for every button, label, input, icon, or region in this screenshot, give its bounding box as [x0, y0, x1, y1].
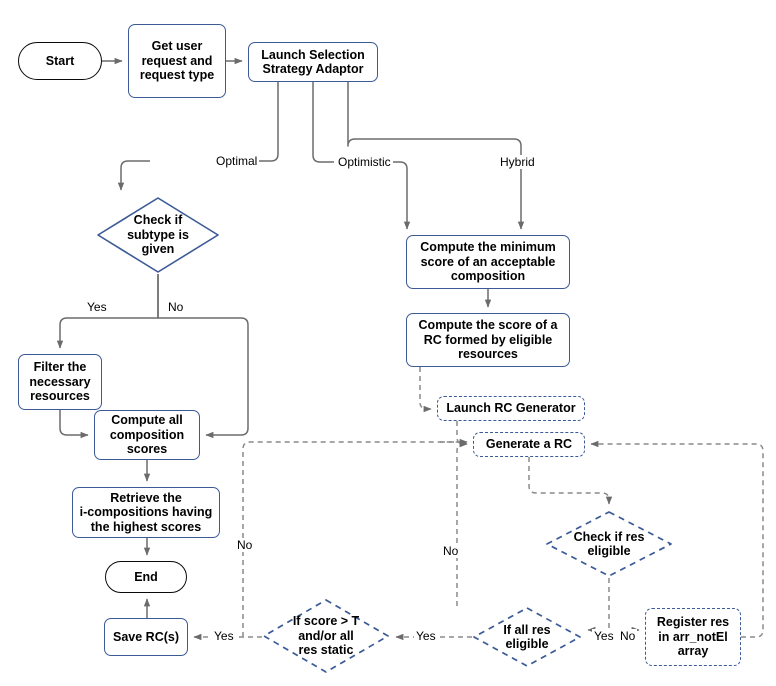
edge-label-no-score-loop: No	[235, 538, 255, 552]
node-get-user-request[interactable]: Get user request and request type	[128, 24, 226, 98]
edge-optimistic-stem-a	[312, 82, 334, 163]
node-compute-rc-score-label: Compute the score of a RC formed by elig…	[418, 318, 558, 362]
edge-label-yes-score: Yes	[414, 629, 438, 643]
edge-label-yes-subtype-text: Yes	[87, 300, 107, 314]
edge-optimal-to-subtype	[117, 160, 150, 191]
edge-label-yes-save-text: Yes	[214, 629, 234, 643]
edge-label-yes-save: Yes	[212, 629, 236, 643]
node-if-score-greater-than-t-label: If score > T and/or all res static	[292, 614, 360, 658]
node-compute-minimum-score[interactable]: Compute the minimum score of an acceptab…	[406, 235, 570, 289]
diamond-shape-dashed	[473, 607, 581, 667]
edge-label-no-subtype: No	[166, 300, 186, 314]
node-compute-all-composition-scores-label: Compute all composition scores	[109, 413, 185, 457]
node-launch-rc-generator-label: Launch RC Generator	[446, 401, 576, 416]
node-start[interactable]: Start	[18, 42, 102, 80]
edge-label-optimistic-text: Optimistic	[338, 155, 391, 169]
edge-subtype-yes	[56, 274, 159, 349]
edge-label-no-allres-loop-text: No	[443, 544, 459, 558]
node-generate-a-rc[interactable]: Generate a RC	[473, 432, 585, 457]
node-check-if-subtype-given-label: Check if subtype is given	[127, 213, 189, 257]
node-get-user-request-label: Get user request and request type	[139, 39, 215, 83]
node-compute-all-composition-scores[interactable]: Compute all composition scores	[94, 410, 200, 460]
node-start-label: Start	[45, 53, 75, 68]
edge-ifallres-no-loop	[456, 440, 468, 606]
edge-launchgen-to-generaterc	[456, 421, 468, 448]
edge-computescore-to-launchgen	[419, 367, 432, 413]
edge-label-optimistic: Optimistic	[336, 155, 393, 169]
edge-label-yes-subtype: Yes	[85, 300, 109, 314]
node-filter-necessary-resources-label: Filter the necessary resources	[29, 360, 91, 404]
node-generate-a-rc-label: Generate a RC	[485, 437, 573, 452]
edge-optimal-stem	[247, 82, 279, 162]
node-register-res-arr-notel[interactable]: Register res in arr_notEl array	[645, 608, 741, 666]
node-end-label: End	[134, 569, 158, 584]
node-filter-necessary-resources[interactable]: Filter the necessary resources	[18, 354, 102, 410]
edge-label-yes-eligible: Yes	[592, 629, 616, 643]
node-compute-minimum-score-label: Compute the minimum score of an acceptab…	[420, 240, 556, 284]
node-if-all-res-eligible[interactable]: If all res eligible	[472, 606, 582, 668]
node-compute-rc-score[interactable]: Compute the score of a RC formed by elig…	[406, 313, 570, 367]
edge-label-hybrid-text: Hybrid	[500, 155, 535, 169]
edge-label-hybrid: Hybrid	[498, 155, 537, 169]
edge-label-yes-score-text: Yes	[416, 629, 436, 643]
node-retrieve-i-compositions[interactable]: Retrieve the i-compositions having the h…	[72, 487, 220, 538]
edge-checkres-yes-to-ifallres	[587, 578, 610, 634]
edge-filter-to-computeall	[59, 410, 89, 439]
node-save-rc-label: Save RC(s)	[113, 629, 179, 644]
edge-label-optimal: Optimal	[214, 154, 260, 168]
edge-optimistic-to-computemin	[383, 161, 411, 230]
diamond-shape	[97, 197, 219, 273]
node-check-if-subtype-given[interactable]: Check if subtype is given	[96, 196, 220, 274]
node-launch-selection-strategy-adaptor[interactable]: Launch Selection Strategy Adaptor	[248, 42, 378, 82]
edge-label-yes-eligible-text: Yes	[594, 629, 614, 643]
edge-label-no-eligible-text: No	[620, 629, 636, 643]
node-retrieve-i-compositions-label: Retrieve the i-compositions having the h…	[79, 490, 213, 534]
node-register-res-arr-notel-label: Register res in arr_notEl array	[656, 615, 730, 659]
edge-label-no-subtype-text: No	[168, 300, 184, 314]
node-if-score-greater-than-t[interactable]: If score > T and/or all res static	[262, 598, 390, 674]
edge-label-no-score-loop-text: No	[237, 538, 253, 552]
node-check-if-res-eligible-label: Check if res eligible	[573, 529, 645, 559]
node-check-if-res-eligible[interactable]: Check if res eligible	[545, 510, 673, 578]
node-if-all-res-eligible-label: If all res eligible	[503, 622, 551, 652]
node-launch-rc-generator[interactable]: Launch RC Generator	[437, 396, 585, 421]
edge-generaterc-to-checkres	[528, 457, 613, 505]
node-save-rc[interactable]: Save RC(s)	[104, 618, 188, 656]
edge-label-no-eligible: No	[618, 629, 638, 643]
edge-label-optimal-text: Optimal	[216, 154, 258, 168]
node-launch-selection-strategy-adaptor-label: Launch Selection Strategy Adaptor	[261, 47, 365, 77]
node-end[interactable]: End	[105, 561, 187, 593]
edge-label-no-allres-loop: No	[441, 544, 461, 558]
